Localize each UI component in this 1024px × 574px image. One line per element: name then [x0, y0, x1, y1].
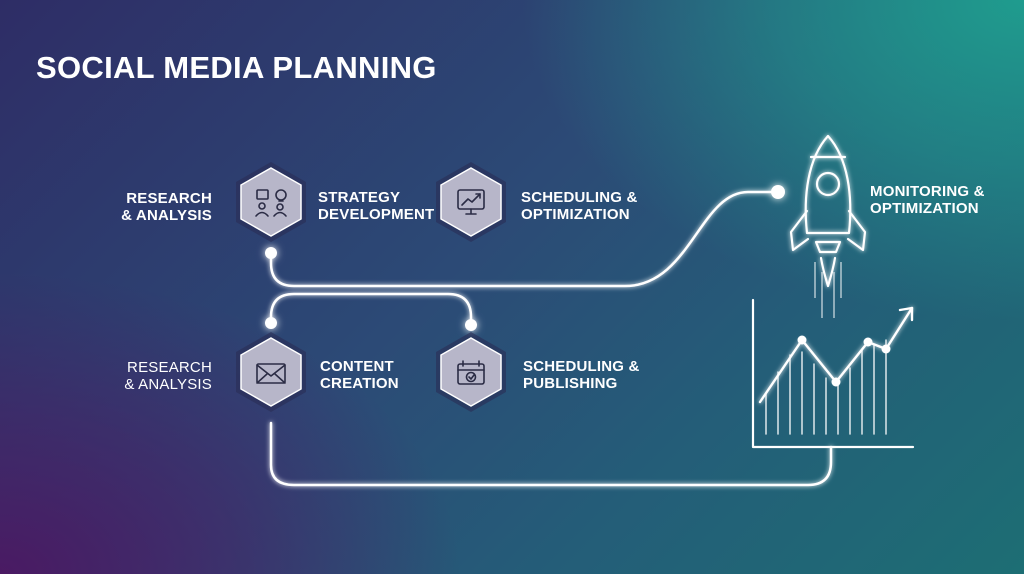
hexagon-scheduling-optimization — [436, 162, 506, 242]
page-title: SOCIAL MEDIA PLANNING — [36, 50, 437, 85]
connector-dot — [465, 319, 477, 331]
calendar-check-icon — [457, 360, 485, 385]
label-research-analysis-bottom: RESEARCH & ANALYSIS — [124, 359, 212, 393]
rocket-exhaust-lines — [814, 262, 842, 318]
connector-dot — [771, 185, 785, 199]
hexagon-scheduling-publishing — [436, 332, 506, 412]
path-middle-loop — [269, 292, 473, 327]
connector-dot — [265, 247, 277, 259]
label-monitoring-optimization: MONITORING & OPTIMIZATION — [870, 183, 985, 217]
envelope-icon — [256, 363, 286, 384]
team-idea-icon — [255, 189, 287, 217]
hexagon-content-creation — [236, 332, 306, 412]
label-scheduling-publishing: SCHEDULING & PUBLISHING — [523, 358, 640, 392]
label-content-creation: CONTENT CREATION — [320, 358, 399, 392]
hexagon-strategy-development — [236, 162, 306, 242]
trend-chart-monitor-icon — [457, 189, 485, 215]
label-scheduling-optimization: SCHEDULING & OPTIMIZATION — [521, 189, 638, 223]
path-bottom-return — [269, 421, 833, 487]
path-to-monitoring — [269, 190, 780, 288]
growth-chart-icon — [751, 298, 915, 449]
rocket-icon — [789, 134, 867, 288]
connector-dot — [265, 317, 277, 329]
label-strategy-development: STRATEGY DEVELOPMENT — [318, 189, 435, 223]
label-research-analysis-top: RESEARCH & ANALYSIS — [121, 190, 212, 224]
